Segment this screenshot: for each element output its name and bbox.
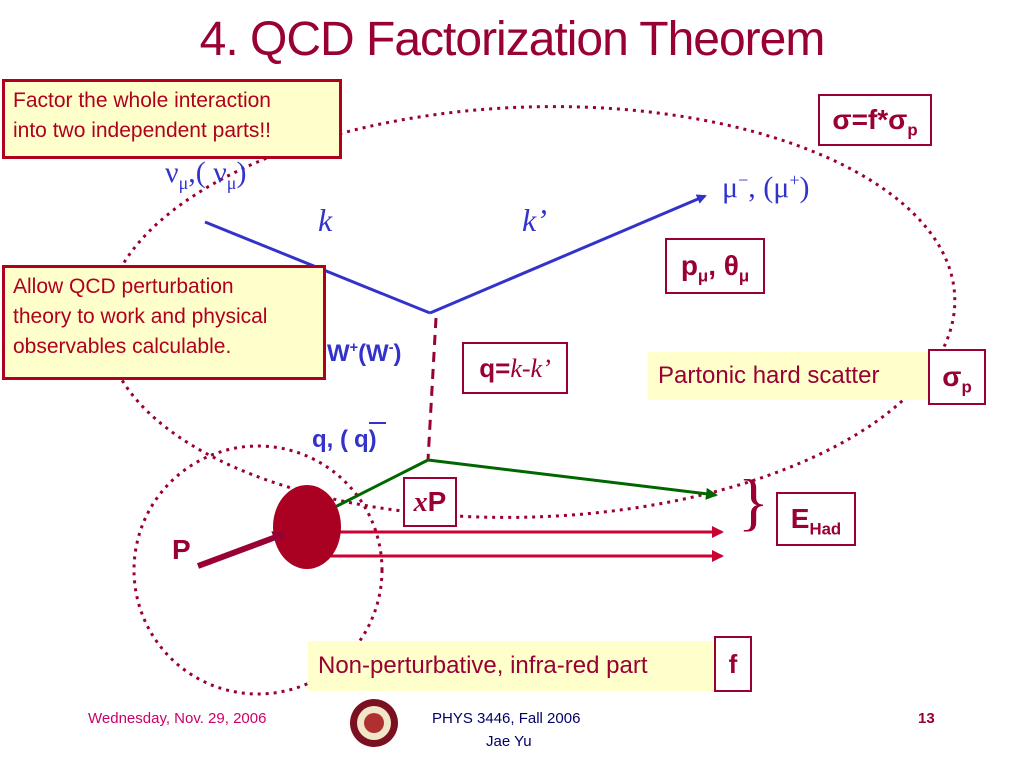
k-prime-label: k’ [522,202,547,238]
theta-mu-sub: μ [738,266,750,286]
w-boson-label: W+(W-) [327,340,402,368]
sigma-formula-sub: p [907,120,918,140]
mu-symbol: μ [722,171,739,204]
sigma-formula-main: σ=f*σ [832,104,908,135]
muon-label: μ−, (μ+) [722,170,809,205]
non-perturbative-band: Non-perturbative, infra-red part [308,641,718,691]
university-seal-icon [350,699,398,747]
mu-charge: − [738,170,749,190]
e-had-sub: Had [809,519,842,539]
incoming-proton-arrow [196,531,287,569]
page-title: 4. QCD Factorization Theorem [199,13,826,66]
qcd-callout-line1: Allow QCD perturbation [13,275,234,298]
sigma-p-box: σp [928,349,986,405]
theta-mu-label: , θ [708,250,739,281]
qcd-callout-line3: observables calculable. [13,335,232,358]
nu-paren-close: ) [236,156,247,189]
f-box: f [714,636,752,692]
nu-subscript: μ [178,173,189,193]
hadronic-energy-box: EHad [776,492,856,546]
w-close: ) [393,340,402,367]
p-mu-label: p [680,250,698,281]
proton-label: P [172,534,191,565]
mu-close: ) [799,171,810,204]
f-symbol: f [728,649,738,679]
footer-page-number: 13 [918,710,935,727]
nu-paren-open: ,( ν [188,156,227,189]
outgoing-muon-line [429,194,707,315]
footer-course: PHYS 3446, Fall 2006 [432,710,581,727]
xp-proton: P [427,486,447,517]
quark-label: q, (q) [312,426,377,454]
qcd-callout: Allow QCD perturbation theory to work an… [2,265,326,380]
factor-callout-line2: into two independent parts!! [13,119,272,142]
p-mu-sub: μ [697,266,709,286]
footer-author: Jae Yu [486,733,532,750]
quark-in-line [334,458,429,509]
hadron-brace: } [738,466,769,537]
k-label: k [318,202,333,238]
antiquark-symbol: q [354,426,369,453]
x-fraction: x [413,487,428,518]
nu-bar-subscript: μ [226,173,237,193]
sigma-p-sub: p [961,377,972,397]
e-had-symbol: E [790,503,810,534]
mu-paren: , (μ [748,171,790,204]
q-equals: q= [479,353,511,383]
parton-momentum-box: xP [403,477,457,527]
hard-scatter-region [103,105,957,519]
w-boson-line [426,317,438,461]
nu-symbol: ν [165,156,179,189]
factor-callout: Factor the whole interaction into two in… [2,79,342,159]
non-perturbative-region [132,444,384,696]
quark-symbol: q, ( [312,426,348,453]
quark-close: ) [368,426,377,453]
w-plus: + [349,340,359,356]
footer-date: Wednesday, Nov. 29, 2006 [88,710,267,727]
mu-bar-charge: + [789,170,800,190]
qcd-callout-line2: theory to work and physical [13,305,268,328]
neutrino-label: νμ,( νμ) [165,156,246,194]
w-paren: (W [358,340,389,367]
sigma-p-symbol: σ [942,361,962,392]
w-minus: - [388,340,394,356]
muon-observables-box: pμ, θμ [665,238,765,294]
q-k-expression: k-k’ [510,354,551,383]
w-symbol: W [327,340,350,367]
factor-callout-line1: Factor the whole interaction [13,89,271,112]
partonic-hard-scatter-band: Partonic hard scatter [648,352,930,400]
proton-blob [273,485,341,569]
non-perturbative-label: Non-perturbative, infra-red part [318,652,648,679]
momentum-transfer-box: q=k-k’ [462,342,568,394]
sigma-formula-box: σ=f*σp [818,94,932,146]
partonic-hard-scatter-label: Partonic hard scatter [658,362,880,389]
quark-out-line [427,458,718,500]
